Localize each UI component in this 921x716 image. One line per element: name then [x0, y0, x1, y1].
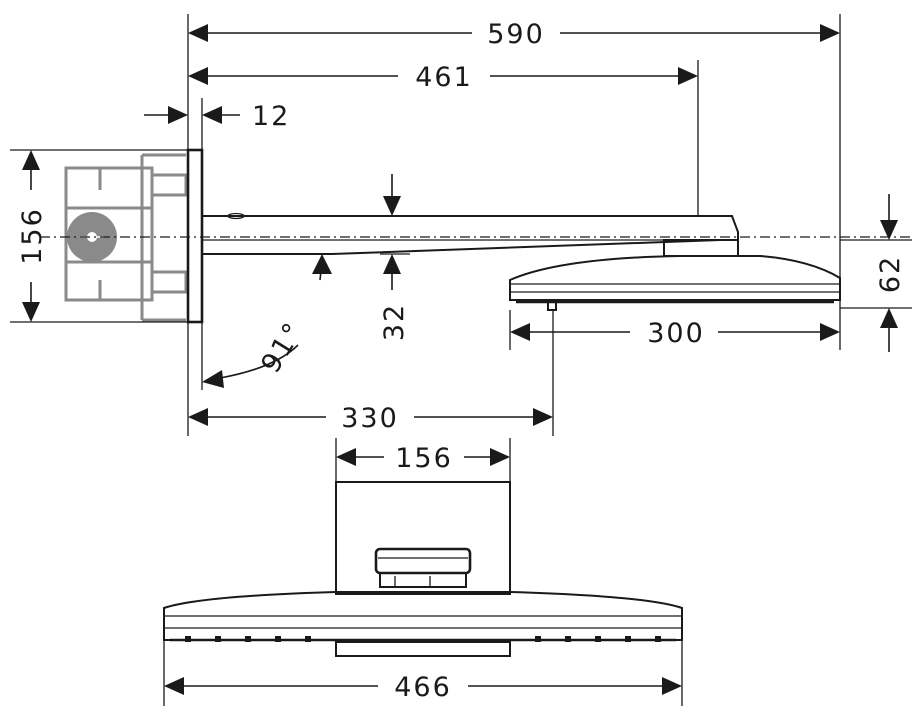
nozzle-row: [185, 636, 661, 642]
dimension-156-horizontal: 156: [335, 438, 511, 482]
dimension-91-degree: 91°: [201, 254, 332, 390]
connector-housing: [335, 481, 511, 595]
label-300: 300: [647, 318, 705, 349]
label-330: 330: [341, 403, 399, 434]
dimension-12: 12: [144, 98, 290, 150]
dimension-590: 590: [187, 14, 841, 350]
dimension-32: 32: [379, 174, 410, 341]
dimension-466: 466: [163, 640, 683, 706]
label-91-degree: 91°: [255, 316, 310, 378]
dimension-62: 62: [840, 194, 912, 352]
shower-head-front: [163, 591, 683, 657]
dimension-330: 330: [187, 310, 554, 436]
shower-arm: [202, 212, 739, 257]
label-461: 461: [415, 62, 473, 93]
label-32: 32: [379, 303, 410, 341]
side-view: 590 461 12 156: [10, 14, 912, 436]
dimension-461: 461: [188, 60, 699, 216]
dimension-300: 300: [509, 310, 840, 350]
shower-head-side: [509, 255, 841, 311]
dimension-156-vertical: 156: [10, 149, 188, 323]
arm-connector: [374, 547, 472, 588]
label-590: 590: [487, 19, 545, 50]
front-view: 156 466: [163, 438, 683, 706]
label-156-horizontal: 156: [395, 443, 453, 474]
wall-plate: [186, 148, 204, 324]
label-156-vertical: 156: [17, 207, 48, 265]
label-62: 62: [875, 255, 906, 293]
label-466: 466: [394, 672, 452, 703]
label-12: 12: [252, 101, 290, 132]
